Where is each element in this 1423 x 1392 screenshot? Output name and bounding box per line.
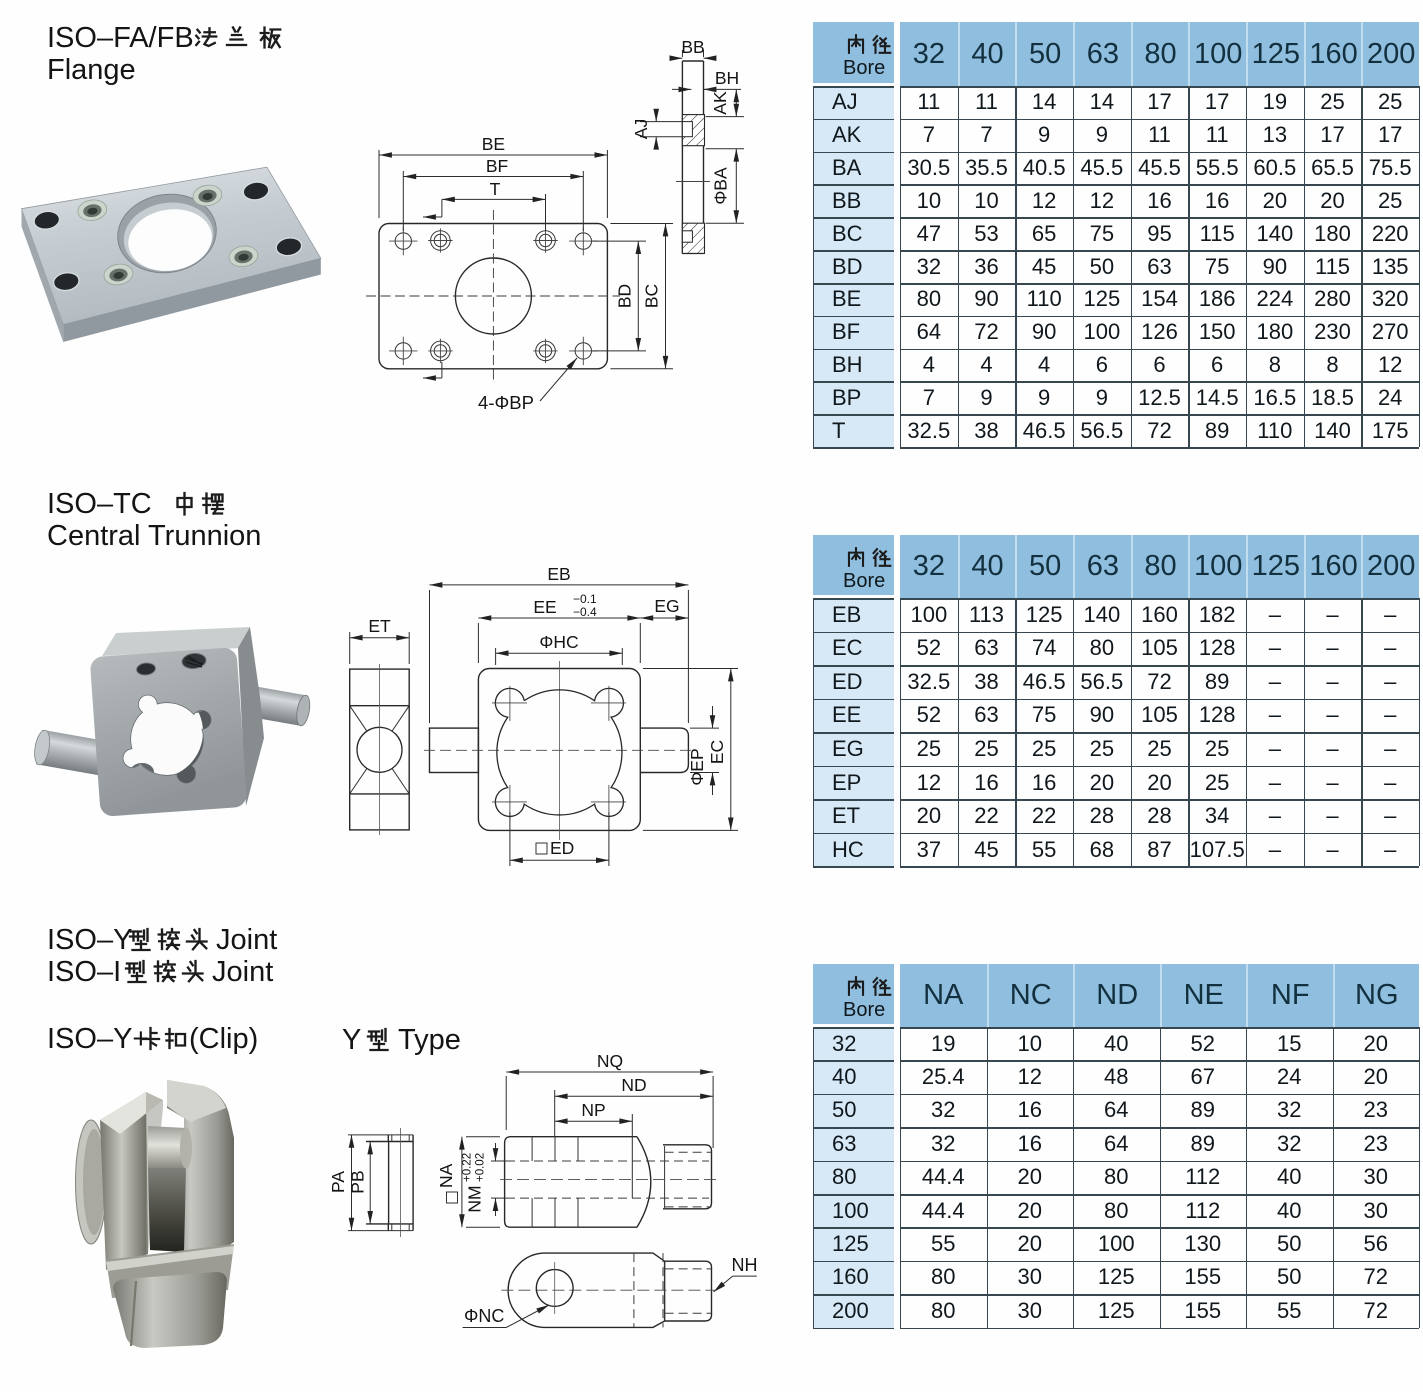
- svg-text:Type: Type: [398, 1024, 461, 1056]
- svg-text:BB: BB: [681, 37, 704, 57]
- svg-text:+0.02: +0.02: [475, 1153, 487, 1182]
- svg-text:NM: NM: [465, 1185, 485, 1212]
- svg-text:EE: EE: [533, 597, 556, 617]
- svg-text:BF: BF: [486, 156, 508, 176]
- svg-text:EB: EB: [547, 564, 570, 584]
- svg-text:NP: NP: [581, 1100, 605, 1120]
- svg-text:Bore: Bore: [843, 570, 885, 592]
- svg-text:−0.1: −0.1: [573, 592, 597, 606]
- svg-text:Y: Y: [342, 1024, 361, 1056]
- svg-text:BH: BH: [715, 68, 739, 88]
- svg-text:EG: EG: [654, 596, 679, 616]
- svg-text:ISO–I: ISO–I: [47, 956, 121, 988]
- svg-text:Central Trunnion: Central Trunnion: [47, 520, 261, 552]
- svg-text:Bore: Bore: [843, 999, 885, 1021]
- svg-text:AK: AK: [710, 91, 730, 115]
- svg-text:ISO–TC: ISO–TC: [47, 488, 152, 520]
- svg-text:+0.22: +0.22: [462, 1153, 474, 1182]
- svg-text:T: T: [490, 179, 501, 199]
- svg-text:NH: NH: [732, 1255, 758, 1275]
- svg-text:Joint: Joint: [212, 956, 273, 988]
- svg-text:PA: PA: [328, 1171, 348, 1193]
- svg-text:(Clip): (Clip): [189, 1023, 258, 1055]
- svg-text:Flange: Flange: [47, 54, 136, 86]
- svg-text:NQ: NQ: [597, 1051, 623, 1071]
- svg-text:ED: ED: [550, 838, 574, 858]
- svg-text:EC: EC: [707, 740, 727, 764]
- svg-text:ND: ND: [621, 1075, 646, 1095]
- svg-text:ISO–FA/FB: ISO–FA/FB: [47, 22, 194, 54]
- svg-text:BE: BE: [482, 134, 505, 154]
- svg-text:4-ΦBP: 4-ΦBP: [478, 392, 534, 413]
- svg-text:ΦHC: ΦHC: [539, 632, 578, 652]
- svg-text:ΦBA: ΦBA: [711, 167, 731, 205]
- svg-text:AJ: AJ: [631, 119, 651, 139]
- svg-text:BD: BD: [615, 284, 635, 308]
- svg-text:−0.4: −0.4: [573, 605, 597, 619]
- svg-text:BC: BC: [642, 284, 662, 308]
- svg-text:ISO–Y: ISO–Y: [47, 924, 132, 956]
- svg-text:PB: PB: [348, 1170, 368, 1193]
- svg-text:Bore: Bore: [843, 57, 885, 79]
- svg-text:NA: NA: [436, 1163, 456, 1188]
- svg-text:ET: ET: [368, 616, 391, 636]
- svg-text:ΦNC: ΦNC: [464, 1306, 504, 1326]
- svg-text:ΦEP: ΦEP: [687, 748, 707, 785]
- svg-text:Joint: Joint: [216, 924, 277, 956]
- svg-text:ISO–Y+: ISO–Y+: [47, 1023, 149, 1055]
